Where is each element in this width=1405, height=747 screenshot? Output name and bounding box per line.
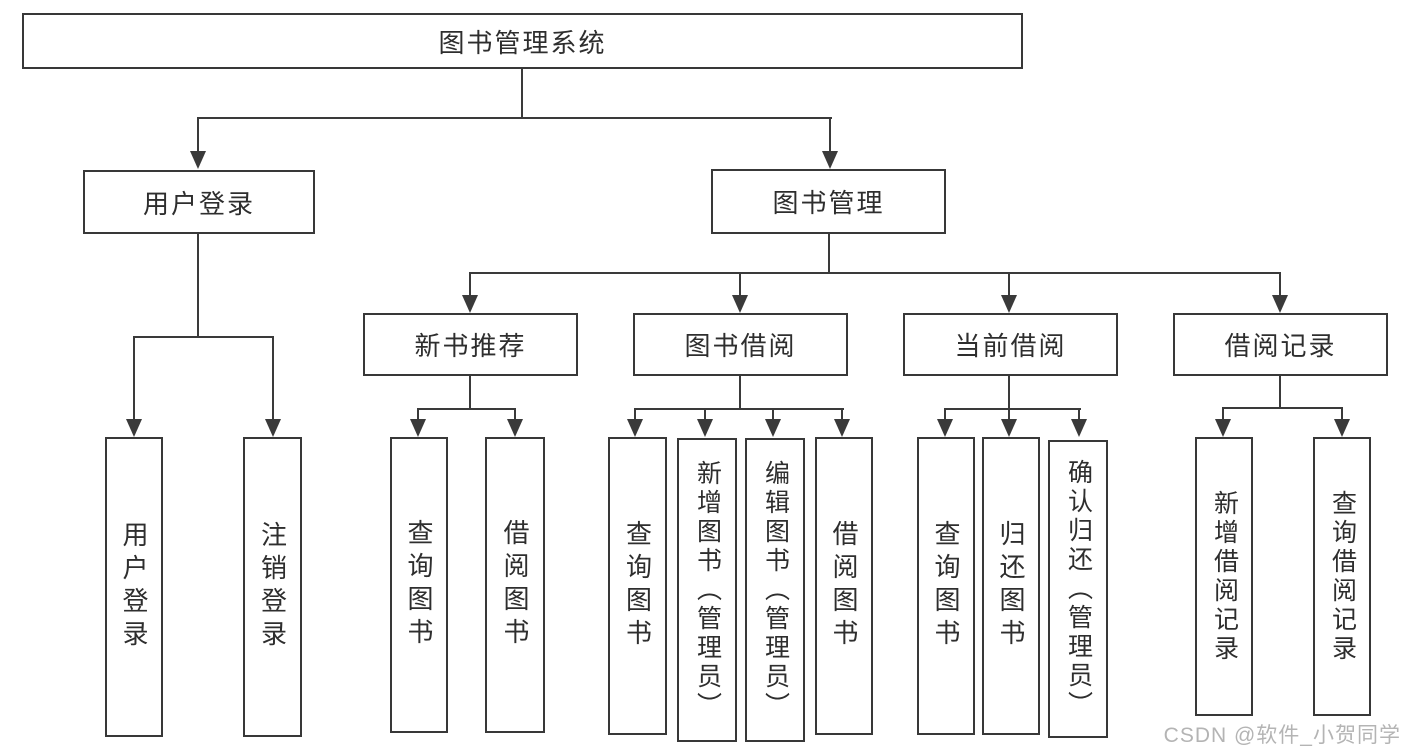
connector-line [704, 408, 706, 421]
connector-line [1078, 408, 1080, 421]
node-current-borrowing: 当前借阅 [903, 313, 1118, 376]
node-add-borrow-record: 新增借阅记录 [1195, 437, 1253, 716]
connector-line [1008, 376, 1010, 409]
connector-line [469, 376, 471, 409]
node-label: 当前借阅 [954, 331, 1067, 361]
node-label: 查询图书 [622, 520, 653, 652]
arrow-down-icon [410, 419, 426, 437]
connector-line [634, 408, 844, 410]
connector-line [739, 376, 741, 409]
node-borrowing-records: 借阅记录 [1173, 313, 1388, 376]
arrow-down-icon [462, 295, 478, 313]
connector-line [829, 117, 831, 152]
arrow-down-icon [822, 151, 838, 169]
connector-line [417, 408, 419, 421]
arrow-down-icon [1071, 419, 1087, 437]
node-query-books-current: 查询图书 [917, 437, 975, 735]
node-book-management: 图书管理 [711, 169, 946, 234]
connector-line [739, 272, 741, 296]
node-label: 归还图书 [996, 520, 1026, 652]
arrow-down-icon [1001, 419, 1017, 437]
node-library-management-system: 图书管理系统 [22, 13, 1023, 69]
node-borrow-books-borrowing: 借阅图书 [815, 437, 873, 735]
node-query-books-borrowing: 查询图书 [608, 437, 667, 735]
node-label: 图书管理 [772, 188, 885, 218]
connector-line [1222, 407, 1343, 409]
node-confirm-return-admin: 确认归还（管理员） [1048, 440, 1108, 738]
arrow-down-icon [190, 151, 206, 169]
arrow-down-icon [507, 419, 523, 437]
connector-line [197, 117, 832, 119]
csdn-watermark: CSDN @软件_小贺同学 [1163, 724, 1401, 747]
arrow-down-icon [937, 419, 953, 437]
node-edit-books-admin: 编辑图书（管理员） [745, 438, 805, 742]
arrow-down-icon [732, 295, 748, 313]
node-label: 查询借阅记录 [1328, 489, 1357, 664]
connector-line [417, 408, 516, 410]
node-label: 注销登录 [257, 521, 288, 653]
node-label: 用户登录 [119, 521, 149, 653]
node-label: 查询图书 [931, 520, 961, 652]
node-label: 图书管理系统 [438, 27, 607, 58]
connector-line [197, 234, 199, 337]
arrow-down-icon [126, 419, 142, 437]
connector-line [841, 408, 843, 421]
arrow-down-icon [265, 419, 281, 437]
node-book-borrowing: 图书借阅 [633, 313, 848, 376]
arrow-down-icon [697, 419, 713, 437]
arrow-down-icon [627, 419, 643, 437]
node-return-books: 归还图书 [982, 437, 1040, 735]
connector-line [469, 272, 471, 296]
arrow-down-icon [834, 419, 850, 437]
node-borrow-books-recommend: 借阅图书 [485, 437, 545, 733]
connector-line [1279, 272, 1281, 296]
node-logout: 注销登录 [243, 437, 302, 737]
node-label: 借阅记录 [1224, 331, 1337, 361]
arrow-down-icon [1215, 419, 1231, 437]
node-label: 新增图书（管理员） [693, 459, 722, 721]
connector-line [1341, 407, 1343, 420]
connector-line [1222, 407, 1224, 420]
connector-line [828, 234, 830, 273]
connector-line [272, 336, 274, 420]
node-label: 新书推荐 [414, 331, 527, 361]
node-query-borrow-record: 查询借阅记录 [1313, 437, 1371, 716]
node-label: 查询图书 [404, 519, 434, 651]
node-label: 新增借阅记录 [1210, 489, 1239, 664]
node-label: 借阅图书 [829, 520, 859, 652]
connector-line [133, 336, 274, 338]
connector-line [1008, 272, 1010, 296]
connector-line [521, 69, 523, 118]
connector-line [514, 408, 516, 421]
node-add-books-admin: 新增图书（管理员） [677, 438, 737, 742]
node-query-books-recommend: 查询图书 [390, 437, 448, 733]
node-label: 图书借阅 [684, 331, 797, 361]
connector-line [197, 117, 199, 152]
connector-line [944, 408, 946, 421]
node-user-login-leaf: 用户登录 [105, 437, 163, 737]
connector-line [1008, 408, 1010, 421]
node-user-login: 用户登录 [83, 170, 315, 234]
node-new-book-recommendation: 新书推荐 [363, 313, 578, 376]
arrow-down-icon [1001, 295, 1017, 313]
connector-line [944, 408, 1081, 410]
connector-line [772, 408, 774, 421]
node-label: 用户登录 [142, 188, 255, 219]
node-label: 编辑图书（管理员） [761, 459, 790, 721]
node-label: 确认归还（管理员） [1064, 458, 1093, 720]
arrow-down-icon [765, 419, 781, 437]
connector-line [634, 408, 636, 421]
connector-line [1279, 376, 1281, 408]
connector-line [133, 336, 135, 420]
node-label: 借阅图书 [500, 519, 530, 651]
arrow-down-icon [1272, 295, 1288, 313]
connector-line [469, 272, 1281, 274]
arrow-down-icon [1334, 419, 1350, 437]
